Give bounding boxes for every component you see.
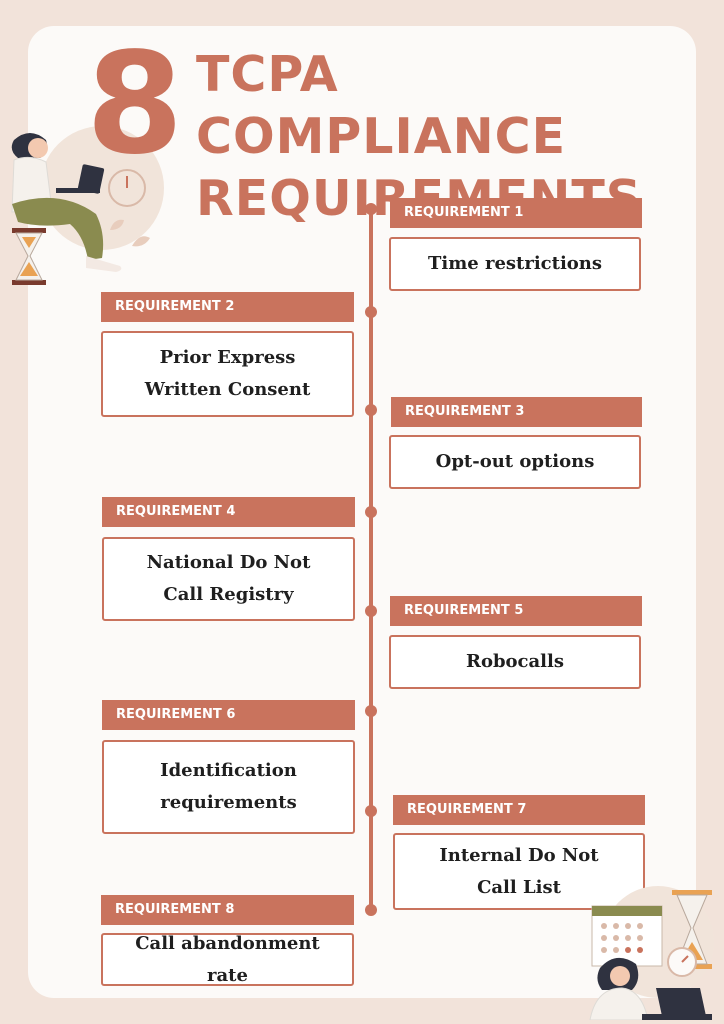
timeline-dot xyxy=(365,605,377,617)
requirement-1-label: REQUIREMENT 1 xyxy=(390,198,642,228)
requirement-4-label: REQUIREMENT 4 xyxy=(102,497,355,527)
timeline-dot xyxy=(365,904,377,916)
timeline-dot xyxy=(365,203,377,215)
timeline-dot xyxy=(365,705,377,717)
requirement-5-label: REQUIREMENT 5 xyxy=(390,596,642,626)
woman-laptop-illustration xyxy=(11,126,164,285)
timeline-dot xyxy=(365,404,377,416)
requirement-7-box: Internal Do Not Call List xyxy=(393,833,645,910)
requirement-6-box: Identification requirements xyxy=(102,740,355,834)
big-number-eight: 8 xyxy=(86,23,183,186)
requirement-6-label: REQUIREMENT 6 xyxy=(102,700,355,730)
requirement-3-label: REQUIREMENT 3 xyxy=(391,397,642,427)
requirement-2-label: REQUIREMENT 2 xyxy=(101,292,354,322)
timeline-dot xyxy=(365,306,377,318)
woman-calendar-illustration xyxy=(589,886,714,1020)
title-line-1: TCPA COMPLIANCE xyxy=(196,46,567,165)
requirement-4-box: National Do Not Call Registry xyxy=(102,537,355,621)
timeline-dot xyxy=(365,805,377,817)
requirement-3-box: Opt-out options xyxy=(389,435,641,489)
requirement-5-box: Robocalls xyxy=(389,635,641,689)
timeline-dot xyxy=(365,506,377,518)
requirement-7-label: REQUIREMENT 7 xyxy=(393,795,645,825)
timeline-line xyxy=(369,208,373,910)
requirement-8-label: REQUIREMENT 8 xyxy=(101,895,354,925)
requirement-8-box: Call abandonment rate xyxy=(101,933,354,986)
requirement-2-box: Prior Express Written Consent xyxy=(101,331,354,417)
requirement-1-box: Time restrictions xyxy=(389,237,641,291)
